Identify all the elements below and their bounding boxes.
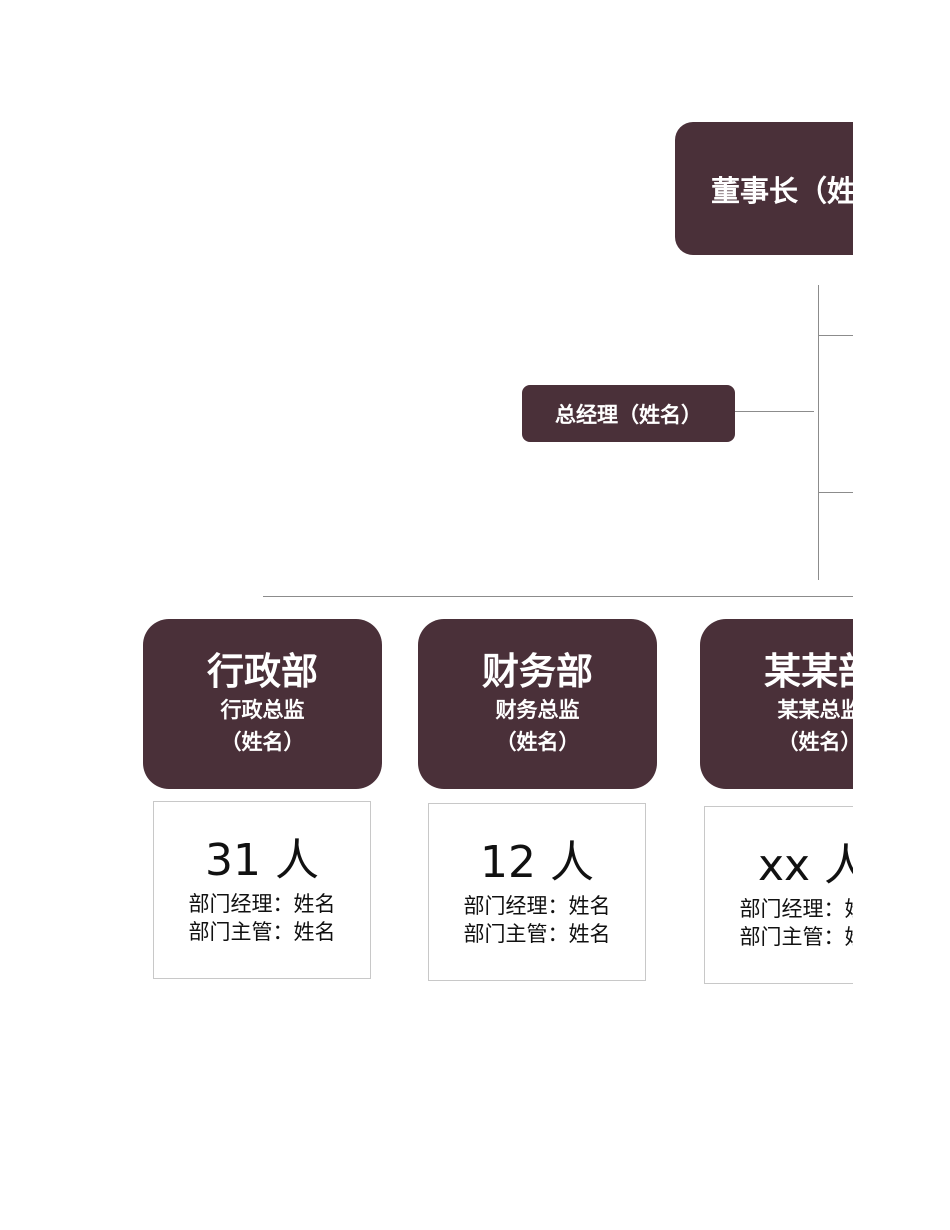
branch-line-lower: [818, 492, 853, 493]
department-director-name: （姓名）: [777, 730, 854, 754]
department-supervisor: 部门主管：姓名: [463, 922, 611, 946]
department-manager: 部门经理：姓名: [188, 892, 336, 916]
org-chart-viewport: 董事长（姓名） 总经理（姓名） 行政部 行政总监 （姓名） 31 人 部门经理：…: [143, 122, 853, 984]
department-box-other: 某某部 某某总监 （姓名）: [700, 619, 853, 789]
department-stats-card-other: xx 人 部门经理：姓名 部门主管：姓名: [704, 806, 853, 984]
department-manager: 部门经理：姓名: [463, 894, 611, 918]
department-stats-card-admin: 31 人 部门经理：姓名 部门主管：姓名: [153, 801, 371, 979]
general-manager-label: 总经理（姓名）: [555, 402, 702, 427]
chairman-label: 董事长（姓名）: [711, 173, 853, 208]
department-director: 行政总监: [220, 698, 305, 722]
headcount: 12 人: [480, 837, 594, 888]
department-director-name: （姓名）: [220, 730, 305, 754]
department-supervisor: 部门主管：姓名: [739, 925, 854, 949]
branch-line-upper: [818, 335, 853, 336]
department-director-name: （姓名）: [495, 730, 580, 754]
department-name: 行政部: [207, 650, 318, 693]
department-manager: 部门经理：姓名: [739, 897, 854, 921]
general-manager-box: 总经理（姓名）: [522, 385, 735, 442]
department-director: 财务总监: [495, 698, 580, 722]
headcount: xx 人: [757, 840, 853, 891]
department-name: 某某部: [764, 650, 853, 693]
gm-connector-line: [735, 411, 814, 412]
department-bus-line: [263, 596, 853, 597]
department-box-finance: 财务部 财务总监 （姓名）: [418, 619, 657, 789]
department-box-admin: 行政部 行政总监 （姓名）: [143, 619, 382, 789]
headcount: 31 人: [205, 835, 319, 886]
department-stats-card-finance: 12 人 部门经理：姓名 部门主管：姓名: [428, 803, 646, 981]
department-name: 财务部: [482, 650, 593, 693]
department-director: 某某总监: [777, 698, 854, 722]
trunk-vertical-line: [818, 285, 819, 580]
chairman-box: 董事长（姓名）: [675, 122, 853, 255]
department-supervisor: 部门主管：姓名: [188, 920, 336, 944]
